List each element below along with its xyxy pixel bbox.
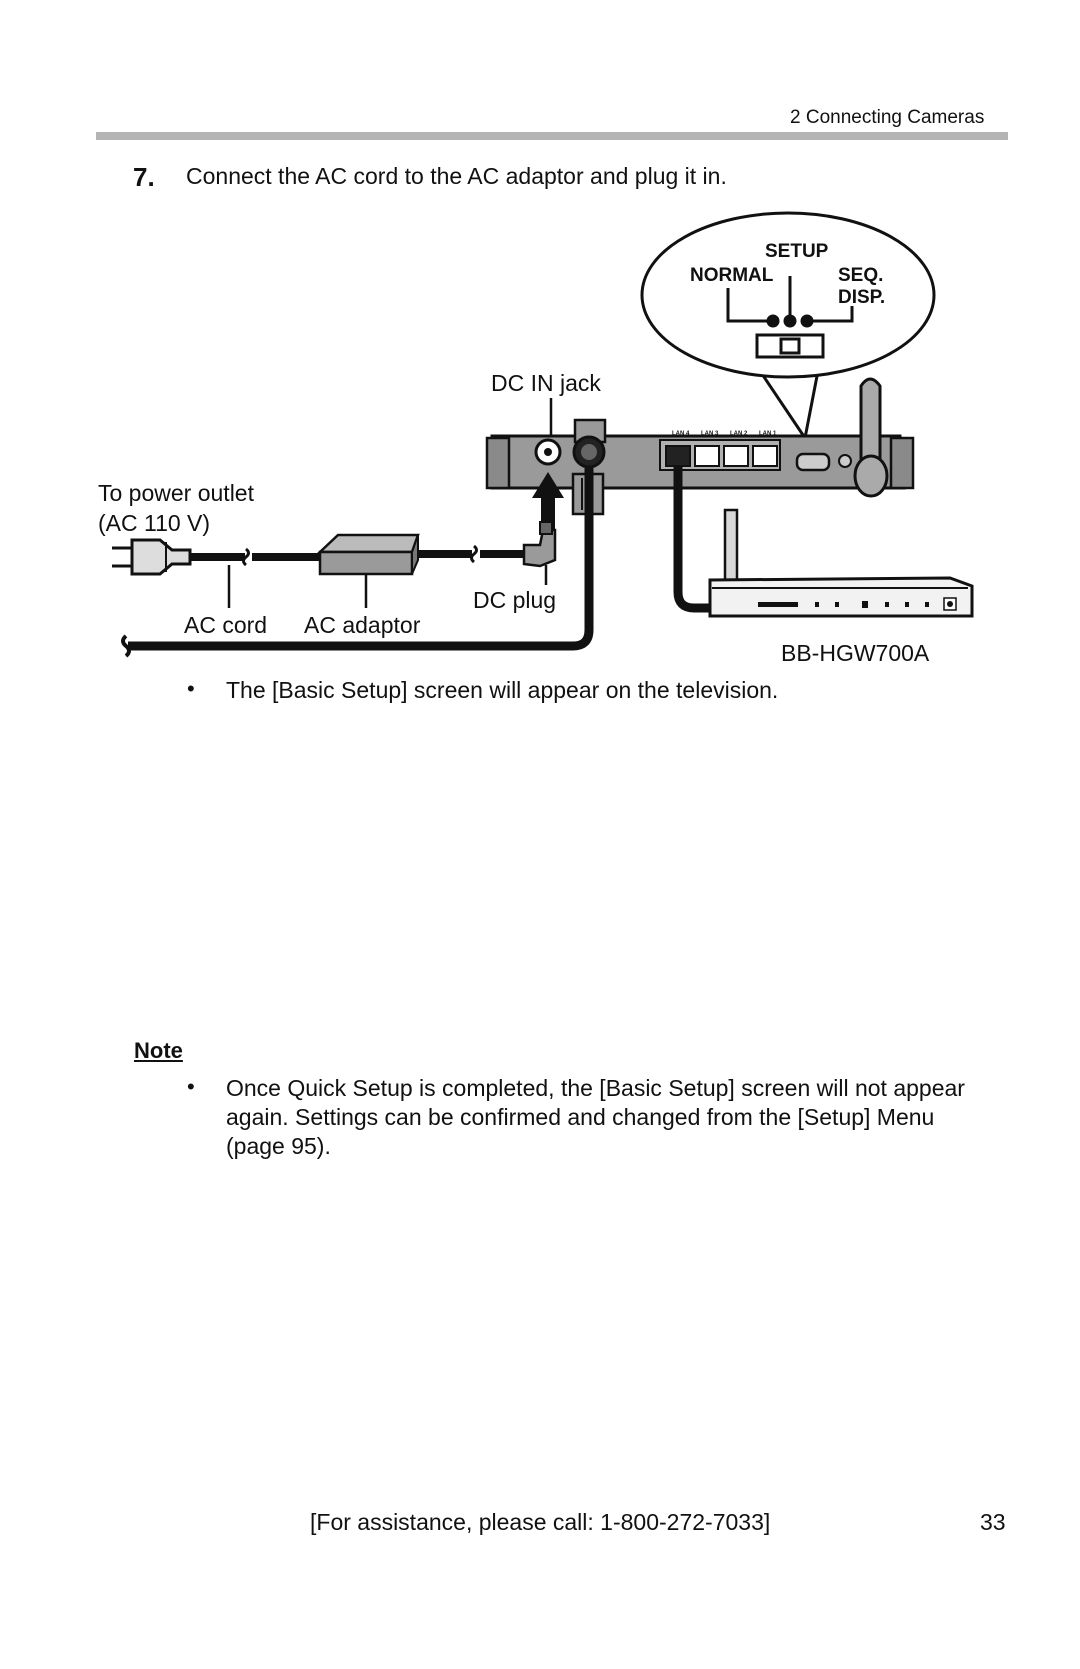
step-text: Connect the AC cord to the AC adaptor an… — [186, 163, 727, 189]
note-title: Note — [134, 1038, 183, 1063]
note-bullet-symbol: • — [187, 1074, 195, 1099]
dc-plug-label: DC plug — [473, 587, 557, 613]
callout-pointer — [757, 369, 820, 442]
router-device — [708, 508, 974, 618]
lan-cable — [673, 466, 718, 613]
ac-adaptor — [316, 533, 420, 576]
ac-cord-label: AC cord — [184, 612, 268, 638]
lan3-label: LAN 3 — [701, 431, 719, 437]
note-line-1: Once Quick Setup is completed, the [Basi… — [226, 1075, 965, 1101]
lan4-label: LAN 4 — [672, 431, 690, 437]
lan2-label: LAN 2 — [730, 431, 748, 437]
power-outlet-label: To power outlet — [98, 480, 254, 506]
header-rule — [96, 132, 1008, 140]
lan1-port — [752, 445, 778, 467]
setup-label: SETUP — [765, 241, 829, 262]
dc-plug — [522, 521, 557, 568]
mode-switch-detail — [726, 276, 854, 359]
section-header: 2 Connecting Cameras — [790, 107, 985, 128]
bullet-text: The [Basic Setup] screen will appear on … — [226, 677, 779, 703]
note-line-3: (page 95). — [226, 1133, 331, 1159]
lan1-label: LAN 1 — [759, 431, 777, 437]
normal-label: NORMAL — [690, 265, 774, 286]
ac-plug — [112, 538, 192, 576]
camera-back-panel — [485, 377, 915, 516]
dc-in-jack-label: DC IN jack — [491, 370, 601, 396]
ac-adaptor-label: AC adaptor — [304, 612, 421, 638]
camera-cord — [128, 468, 594, 651]
lan2-port — [723, 445, 749, 467]
mode-switch-callout — [640, 211, 936, 442]
callout-bubble — [640, 211, 936, 379]
lan3-port — [694, 445, 720, 467]
disp-label: DISP. — [838, 287, 886, 308]
step-number: 7. — [133, 162, 155, 192]
seq-label: SEQ. — [838, 265, 884, 286]
note-line-2: again. Settings can be confirmed and cha… — [226, 1104, 935, 1130]
assistance-footer: [For assistance, please call: 1-800-272-… — [310, 1509, 771, 1535]
power-outlet-voltage: (AC 110 V) — [98, 510, 211, 536]
lan4-port — [665, 445, 691, 467]
model-label: BB-HGW700A — [781, 640, 930, 666]
page-number: 33 — [980, 1509, 1006, 1535]
bullet-symbol: • — [187, 676, 195, 701]
insert-arrow-icon — [532, 472, 564, 540]
